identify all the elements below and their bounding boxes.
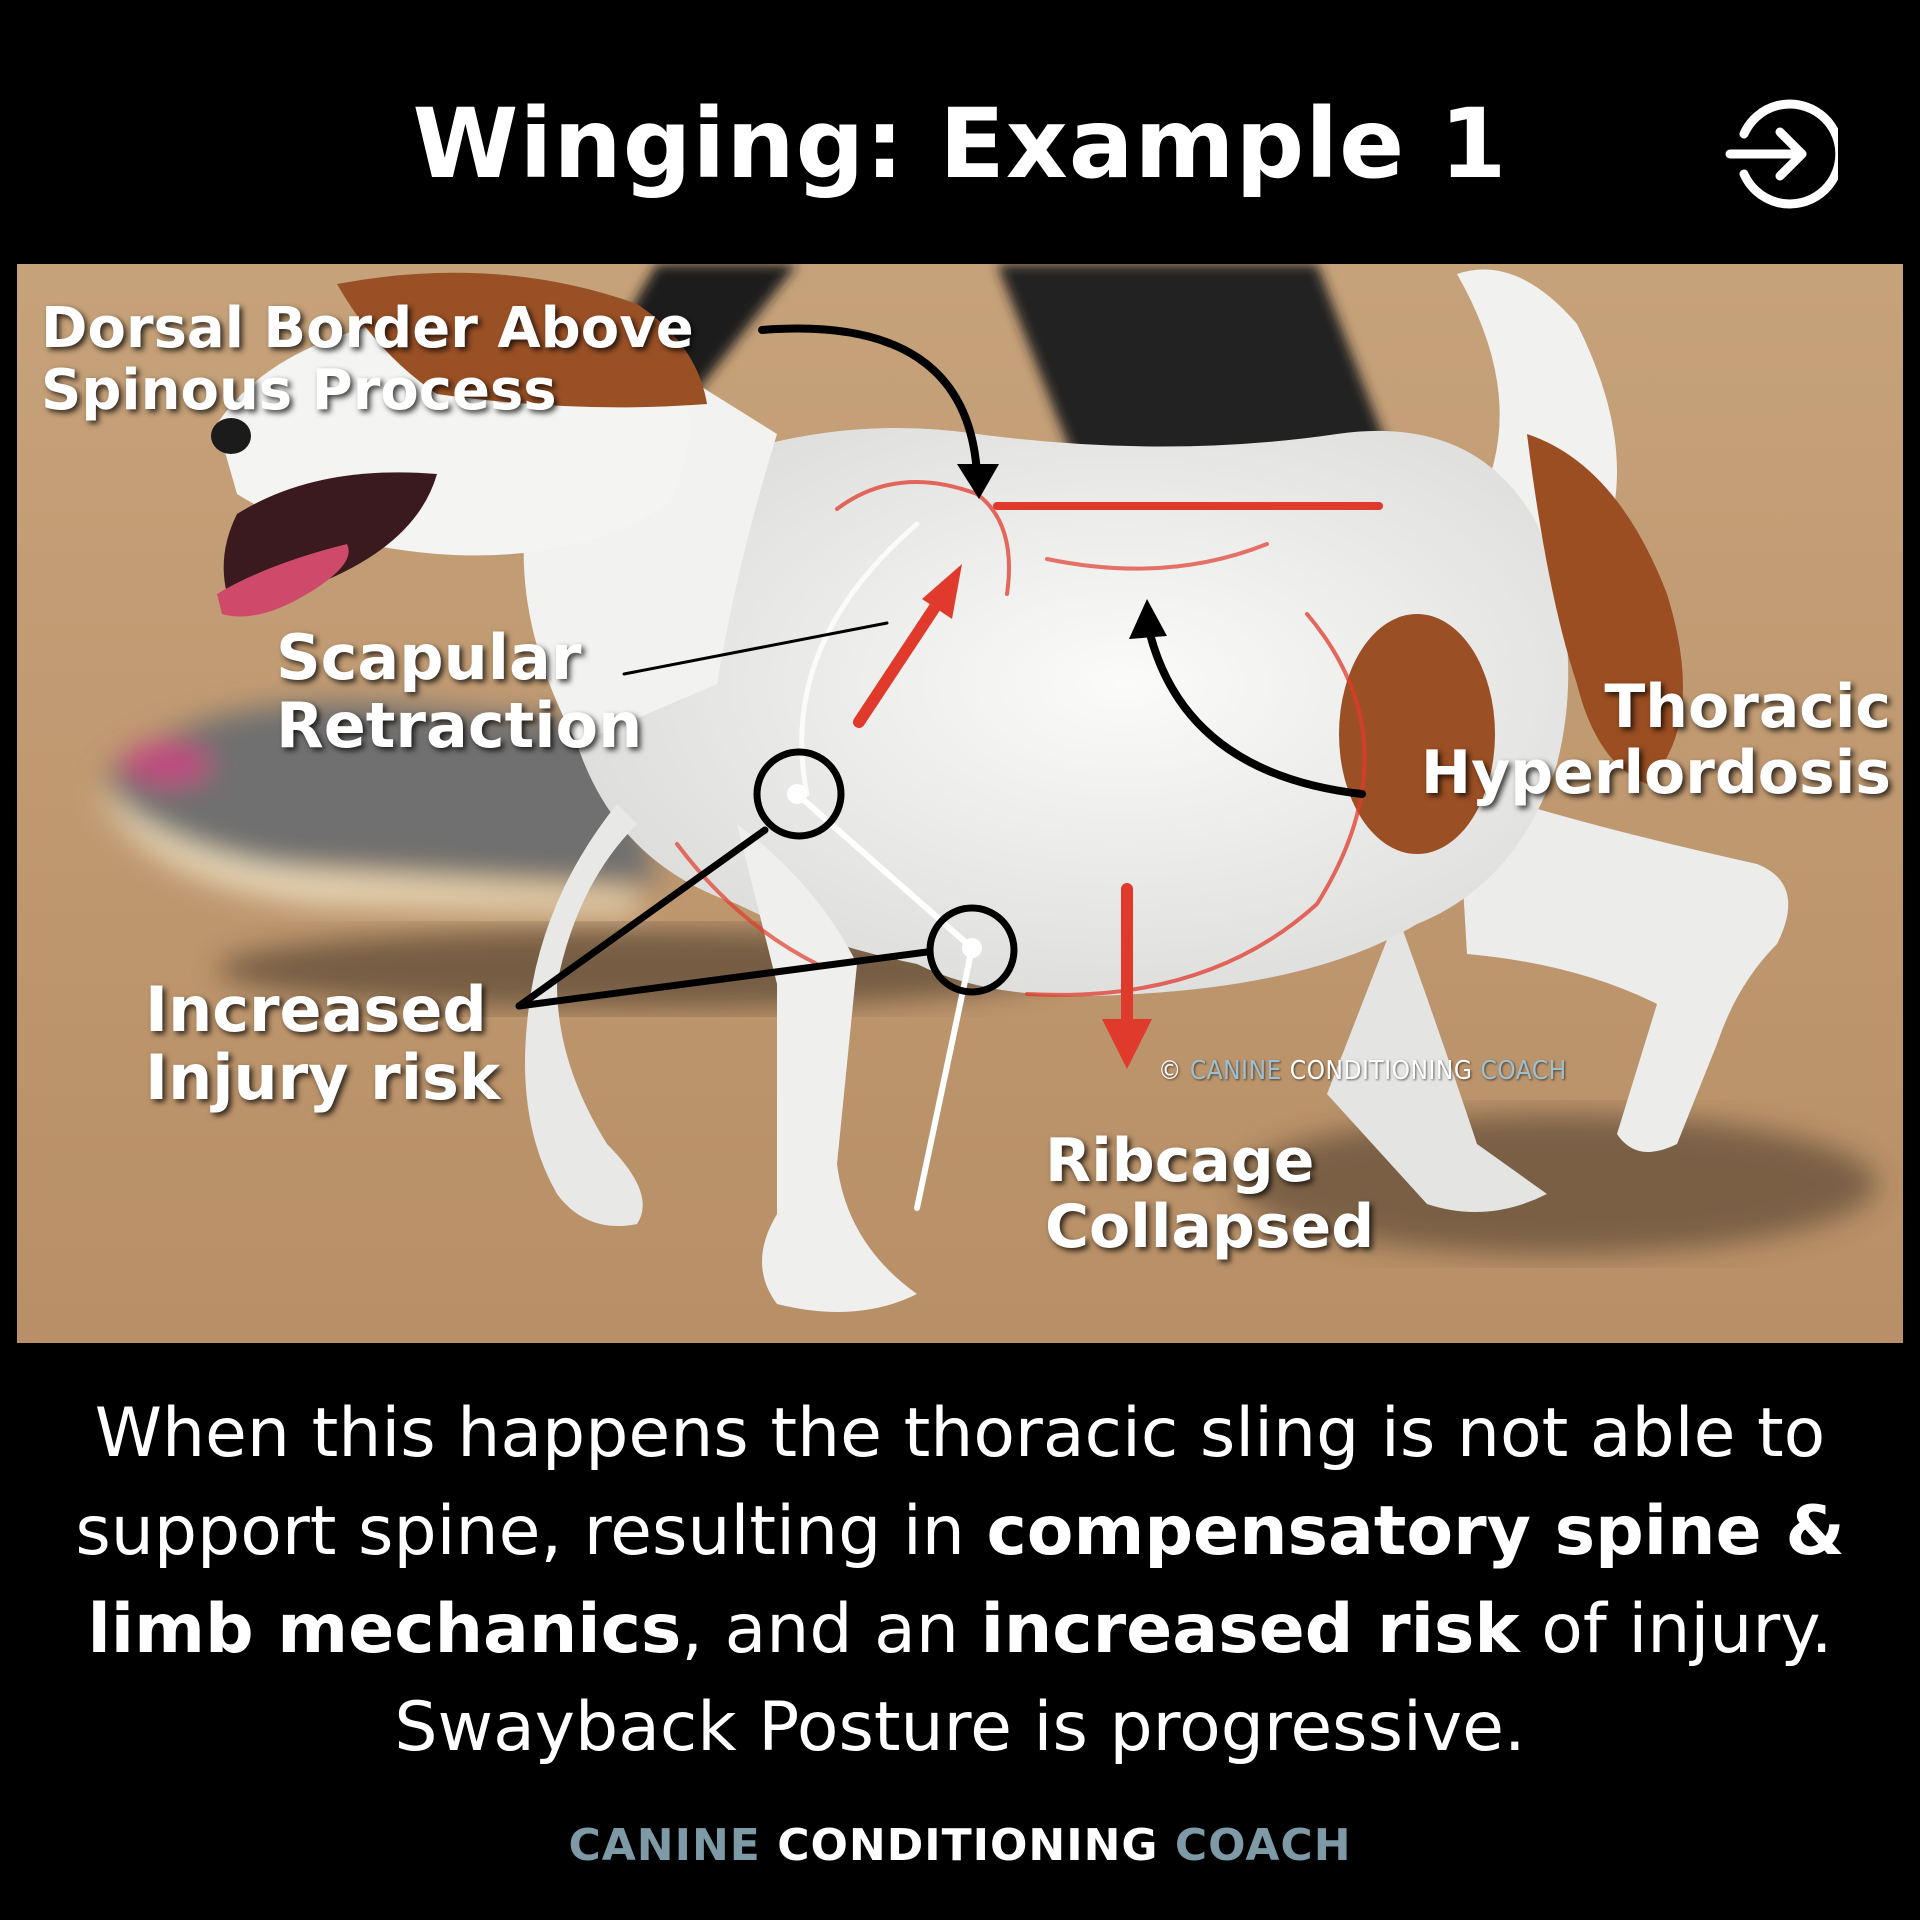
label-thoracic-hyperlordosis: Thoracic Hyperlordosis	[1420, 672, 1891, 808]
dog-diagram	[17, 264, 1903, 1343]
hyperlordosis-arrow-head	[1129, 599, 1167, 639]
label-dorsal-border: Dorsal Border Above Spinous Process	[41, 296, 694, 423]
dog-figure	[211, 269, 1789, 1312]
next-slide-button[interactable]	[1722, 96, 1845, 212]
scapular-retraction-arrow	[853, 564, 962, 728]
annotated-dog-photo: Dorsal Border Above Spinous Process Scap…	[17, 264, 1903, 1343]
footer-brand-logo: CANINE CONDITIONING COACH	[568, 1820, 1352, 1871]
leader-lines	[515, 324, 1366, 1010]
dorsal-arrow-head	[957, 464, 999, 499]
caption-text: When this happens the thoracic sling is …	[75, 1394, 1845, 1767]
label-injury-risk: Increased Injury risk	[145, 973, 501, 1115]
label-ribcage-collapsed: Ribcage Collapsed	[1045, 1126, 1375, 1262]
label-scapular-retraction: Scapular Retraction	[276, 621, 643, 763]
ribcage-collapse-arrow	[1102, 883, 1152, 1069]
elbow-joint-circle	[926, 904, 1018, 996]
arrow-right-circle-icon	[1725, 99, 1845, 209]
joint-marker	[962, 938, 982, 958]
joint-marker	[787, 784, 807, 804]
photo-watermark: © CANINE CONDITIONING COACH	[1158, 1056, 1567, 1086]
posture-guides	[675, 480, 1383, 997]
page-title: Winging: Example 1	[412, 88, 1508, 200]
background-shoe	[97, 702, 657, 914]
shoulder-joint-circle	[753, 748, 845, 840]
